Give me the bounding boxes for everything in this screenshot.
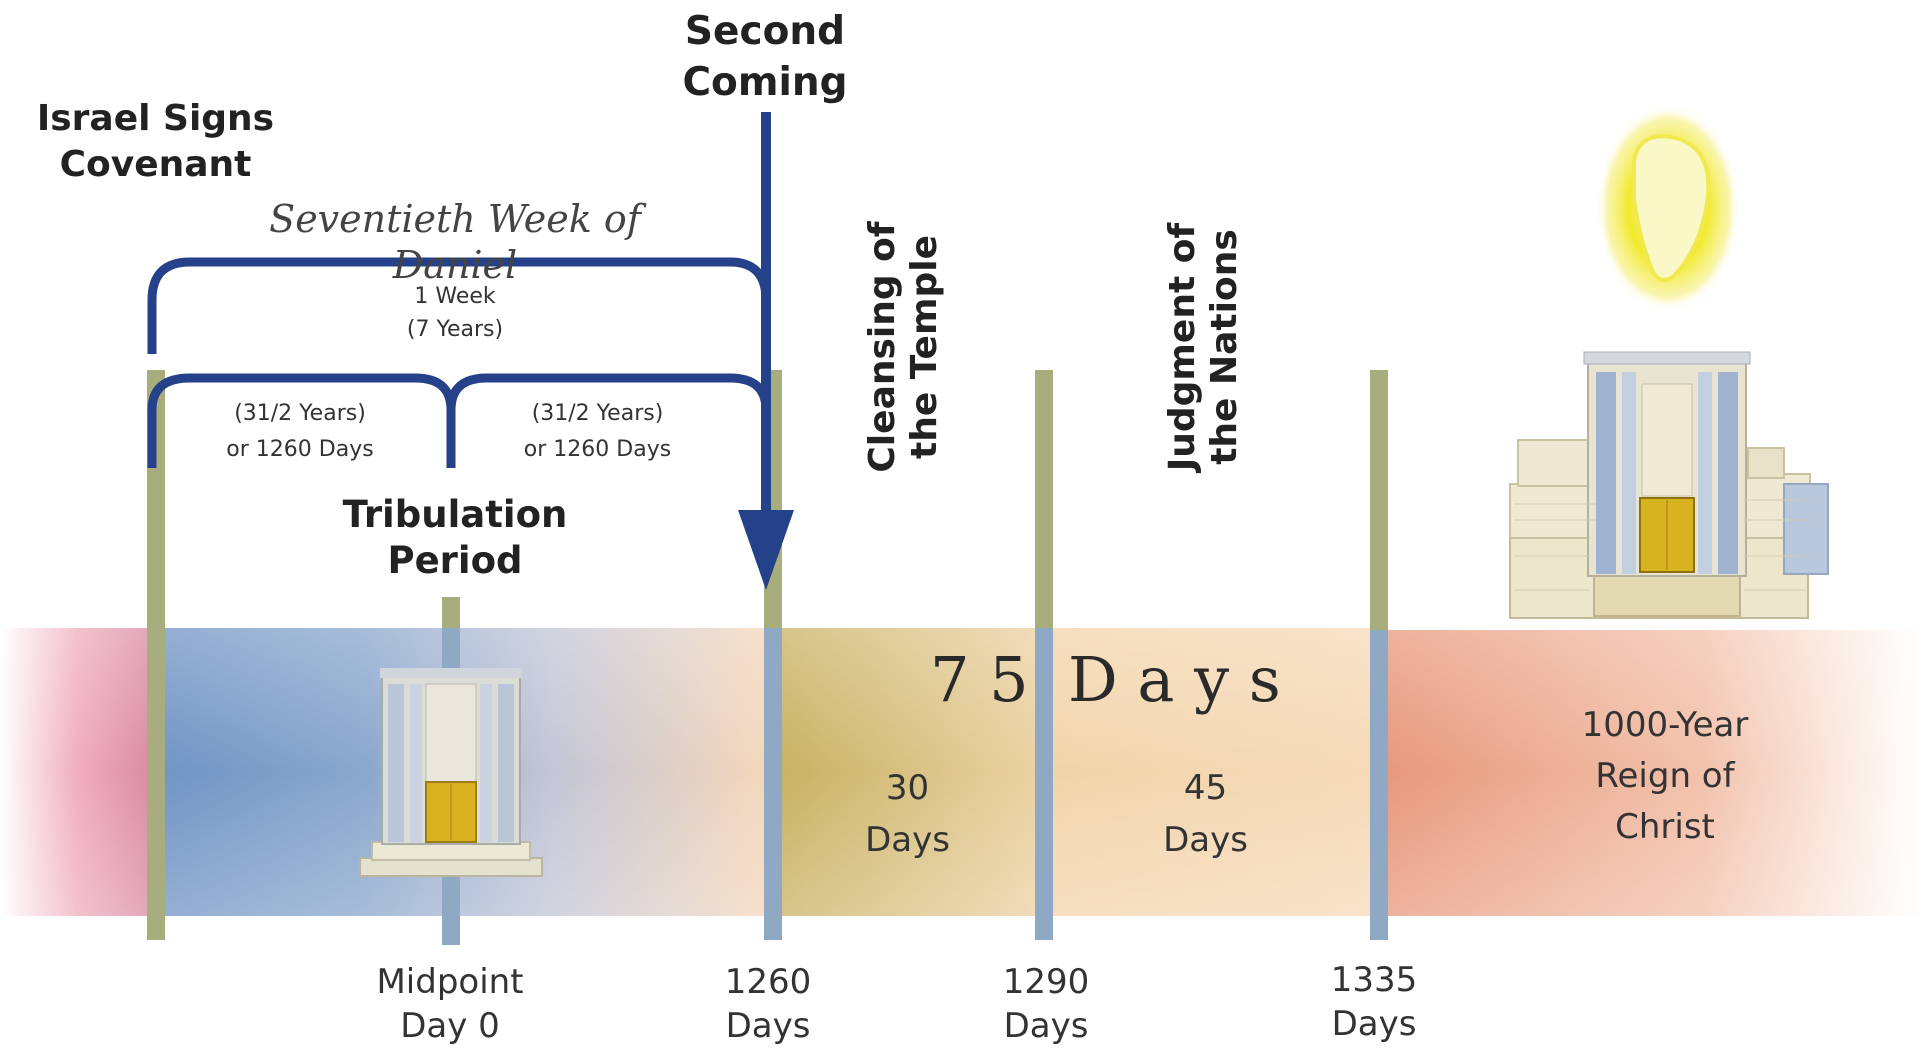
tribulation-period-label: Tribulation Period — [342, 493, 568, 582]
israel-signs-covenant-label: Israel Signs Covenant — [36, 98, 275, 185]
second-half-label: (31/2 Years) or 1260 Days — [523, 401, 672, 462]
judgment-of-nations-label: Judgment of the Nations — [1162, 222, 1245, 472]
millennial-temple-icon — [1509, 351, 1829, 619]
seventy-five-days-label: 7 5 D a y s — [930, 643, 1281, 716]
arrow-shaft — [761, 112, 771, 532]
arrow-head — [738, 510, 794, 590]
millennium-label: 1000-Year Reign of Christ — [1581, 705, 1749, 847]
axis-label-1335: 1335 Days — [1330, 960, 1418, 1044]
first-half-label: (31/2 Years) or 1260 Days — [226, 401, 374, 462]
band-shading — [0, 628, 1921, 916]
post-covenant — [147, 370, 165, 940]
post-1290-top — [1035, 370, 1053, 628]
axis-label-1260: 1260 Days — [724, 962, 812, 1046]
temple-icon — [359, 668, 543, 877]
thirty-days-label: 30 Days — [865, 768, 950, 860]
seventieth-week-label: Seventieth Week of Daniel — [269, 197, 641, 287]
post-1335-top — [1370, 370, 1388, 630]
shekinah-glory-icon — [1596, 104, 1740, 312]
cleansing-of-temple-label: Cleansing of the Temple — [862, 221, 945, 473]
forty-five-days-label: 45 Days — [1163, 768, 1248, 860]
second-coming-arrow — [738, 112, 794, 590]
axis-label-1290: 1290 Days — [1002, 962, 1090, 1046]
one-week-label: 1 Week (7 Years) — [406, 284, 504, 342]
timeline-band — [0, 628, 1921, 916]
axis-label-midpoint: Midpoint Day 0 — [376, 962, 524, 1046]
second-coming-label: Second Coming — [682, 9, 848, 105]
post-midpoint-top — [442, 597, 460, 628]
